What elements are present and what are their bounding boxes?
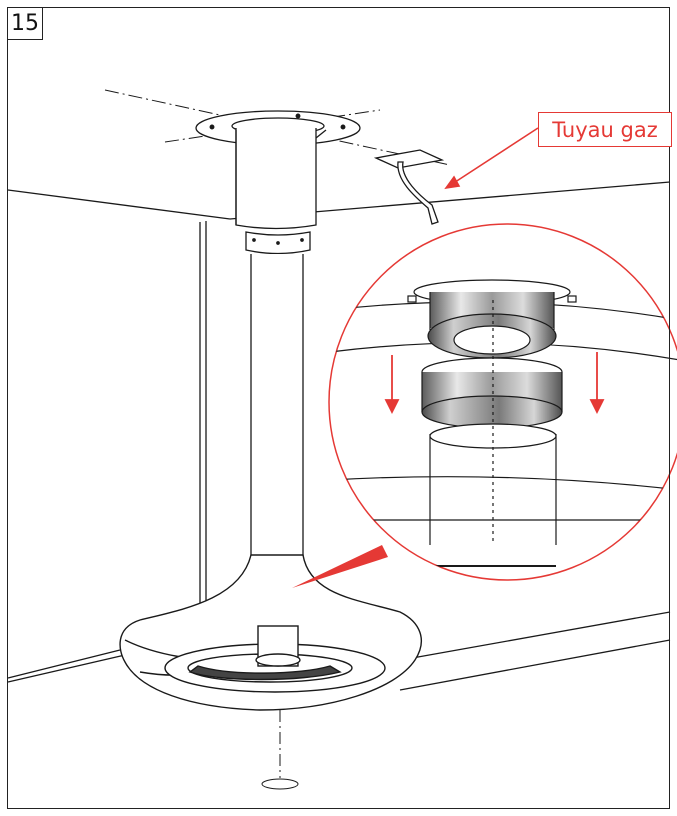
- gas-pipe: [373, 149, 445, 225]
- callout-arrow: [444, 127, 539, 190]
- step-number-badge: 15: [7, 7, 43, 40]
- downward-arrows: [384, 352, 605, 415]
- fireplace-bowl: [119, 554, 423, 711]
- page-frame: [7, 7, 670, 809]
- zoom-wedge: [292, 545, 388, 588]
- gas-pipe-callout-label: Tuyau gaz: [538, 112, 672, 147]
- upper-flue: [235, 128, 327, 255]
- detail-circle: [328, 223, 677, 581]
- floor-axis: [261, 710, 299, 790]
